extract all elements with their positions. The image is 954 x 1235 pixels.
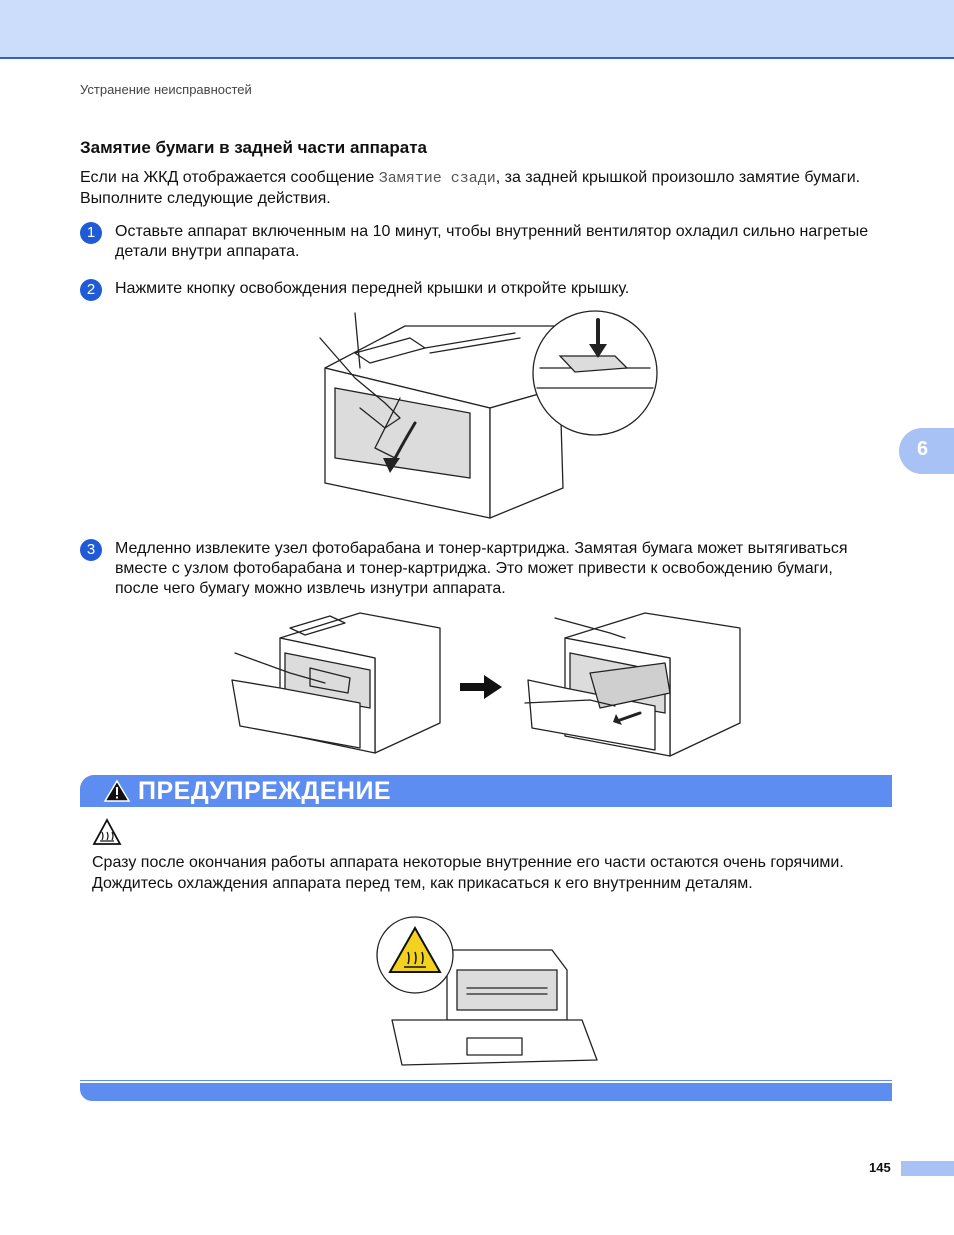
- step-text: Медленно извлеките узел фотобарабана и т…: [115, 540, 848, 597]
- warning-triangle-icon: [103, 779, 131, 802]
- step-2: 2 Нажмите кнопку освобождения передней к…: [80, 279, 880, 301]
- drum-removal-illustration: [231, 612, 441, 754]
- step-number-badge: 2: [80, 279, 102, 301]
- warning-header-bar: ПРЕДУПРЕЖДЕНИЕ: [80, 775, 892, 807]
- intro-text-after: , за задней крышкой произошло замятие бу…: [80, 169, 861, 207]
- lcd-message: Замятие сзади: [378, 170, 496, 187]
- chapter-tab[interactable]: 6: [899, 428, 954, 474]
- hot-parts-illustration: [376, 916, 598, 1066]
- warning-bottom-bar: [80, 1083, 892, 1101]
- step-text: Оставьте аппарат включенным на 10 минут,…: [115, 223, 869, 260]
- step-text: Нажмите кнопку освобождения передней кры…: [115, 280, 630, 297]
- step-number-badge: 1: [80, 222, 102, 244]
- warning-text: Сразу после окончания работы аппарата не…: [92, 854, 844, 892]
- bottom-rule: [80, 1080, 892, 1081]
- warning-title: ПРЕДУПРЕЖДЕНИЕ: [138, 777, 392, 805]
- top-header-band: [0, 0, 954, 59]
- page-number-tab: [901, 1161, 954, 1176]
- step-1: 1 Оставьте аппарат включенным на 10 мину…: [80, 222, 880, 266]
- intro-text-before: Если на ЖКД отображается сообщение: [80, 169, 379, 186]
- breadcrumb: Устранение неисправностей: [80, 82, 252, 97]
- right-arrow-icon: [460, 675, 502, 699]
- intro-paragraph: Если на ЖКД отображается сообщение Замят…: [80, 168, 880, 209]
- front-cover-illustration: [319, 310, 658, 519]
- section-title: Замятие бумаги в задней части аппарата: [80, 138, 428, 157]
- step-3: 3 Медленно извлеките узел фотобарабана и…: [80, 539, 880, 603]
- paper-removal-illustration: [524, 612, 741, 757]
- page-number: 145: [869, 1160, 891, 1175]
- hot-surface-icon: [92, 818, 122, 845]
- step-number-badge: 3: [80, 539, 102, 561]
